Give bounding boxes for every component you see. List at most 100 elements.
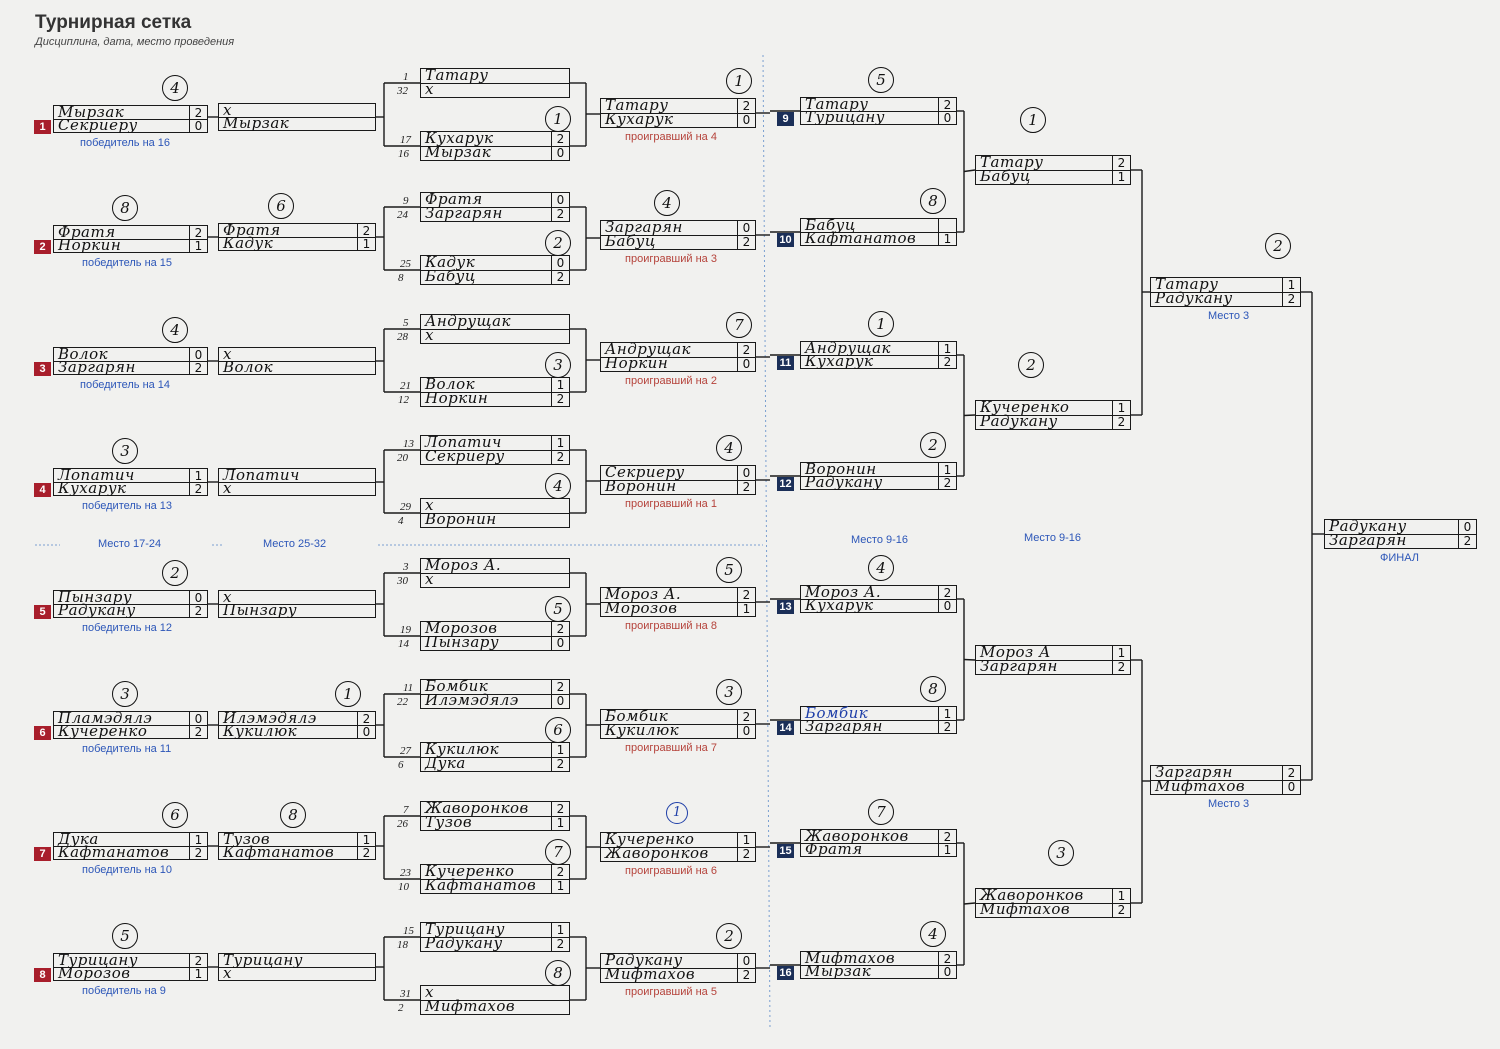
- circled-number: 4: [654, 190, 680, 216]
- score-cell: 2: [938, 98, 956, 112]
- seed-number: 6: [398, 759, 404, 771]
- player-name: Норкин: [58, 236, 122, 254]
- match-number-badge: 8: [34, 968, 51, 982]
- score-cell: 2: [737, 343, 755, 357]
- player-name: Радукану: [425, 934, 503, 952]
- player-name: Фратя: [805, 840, 863, 858]
- circled-number: 8: [920, 188, 946, 214]
- player-name: Волок: [425, 375, 476, 393]
- player-name: х: [425, 983, 434, 1001]
- player-name: Норкин: [605, 354, 669, 372]
- score-cell: 2: [189, 106, 207, 120]
- circled-number: 4: [716, 435, 742, 461]
- player-name: Кухарук: [605, 110, 674, 128]
- match-box-r3-bot-row-2: Воронин: [421, 510, 569, 528]
- player-name: х: [223, 588, 232, 606]
- match-box-r2-row-1: Лопатич: [219, 466, 375, 484]
- section-label-9-16-b: Место 9-16: [1024, 532, 1082, 544]
- score-cell: 1: [1112, 401, 1130, 415]
- score-cell: 2: [551, 937, 569, 951]
- seed-number: 21: [400, 380, 411, 392]
- circled-number: 3: [545, 352, 571, 378]
- circled-number: 5: [868, 67, 894, 93]
- player-name: Андрущак: [605, 340, 691, 358]
- seed-number: 9: [403, 195, 409, 207]
- section-label-17-24: Место 17-24: [98, 538, 162, 550]
- match-box-r3-top[interactable]: Мороз А.х: [420, 556, 570, 588]
- player-name: Бабуц: [805, 216, 856, 234]
- connector-line: [963, 169, 976, 173]
- circled-number: 1: [726, 68, 752, 94]
